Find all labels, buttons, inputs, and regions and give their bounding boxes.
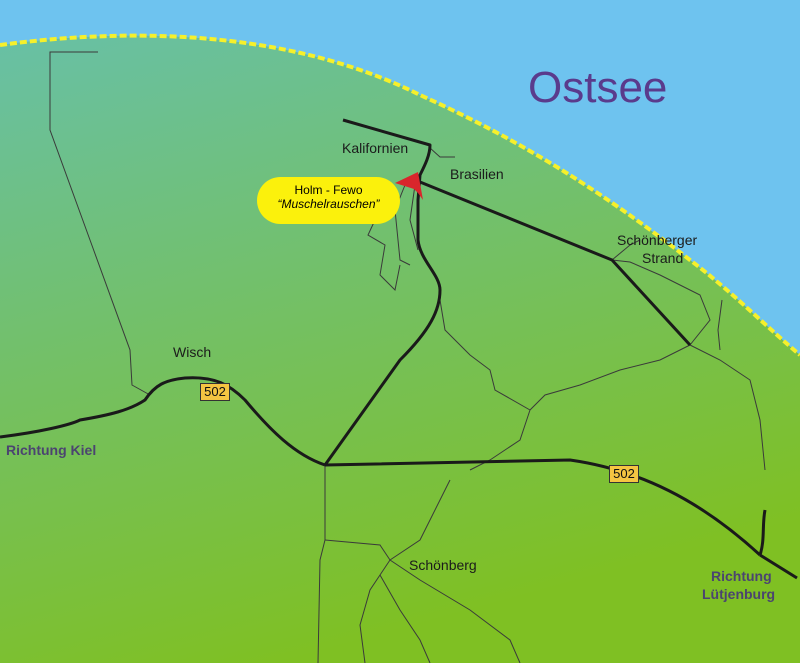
direction-kiel: Richtung Kiel xyxy=(6,442,97,458)
minor-road xyxy=(367,219,401,292)
road-luetjenburg xyxy=(758,509,798,580)
holiday-home-marker[interactable]: Holm - Fewo “Muschelrauschen” xyxy=(257,177,400,224)
minor-road xyxy=(469,409,531,471)
direction-luetjenburg-line1: Richtung xyxy=(711,568,772,584)
road-north xyxy=(323,118,442,466)
minor-road xyxy=(409,184,419,251)
minor-road xyxy=(389,479,451,561)
minor-roads xyxy=(49,51,766,663)
minor-road xyxy=(611,239,641,261)
direction-luetjenburg-line2: Lütjenburg xyxy=(702,586,776,602)
minor-road xyxy=(379,574,431,663)
minor-road xyxy=(611,259,711,346)
place-schoenberg: Schönberg xyxy=(409,557,477,573)
minor-road xyxy=(49,51,151,396)
marker-title: Holm - Fewo xyxy=(294,183,363,197)
minor-road xyxy=(394,184,411,266)
minor-road xyxy=(689,344,766,471)
place-brasilien: Brasilien xyxy=(450,166,504,182)
location-arrow-icon xyxy=(395,172,423,200)
place-schoenberger-strand-line1: Schönberger xyxy=(617,232,698,248)
coastline xyxy=(0,33,800,357)
sea-label: Ostsee xyxy=(528,63,668,112)
minor-road xyxy=(439,299,531,411)
minor-road xyxy=(324,539,391,561)
place-wisch: Wisch xyxy=(173,344,212,360)
minor-road xyxy=(529,344,691,411)
road-shield-502-east: 502 xyxy=(609,465,639,483)
road-kiel-wisch xyxy=(0,376,326,467)
land-area xyxy=(0,35,800,663)
road-coast xyxy=(419,180,692,347)
minor-road xyxy=(429,147,455,158)
road-shield-502-west: 502 xyxy=(200,383,230,401)
marker-subtitle: “Muschelrauschen” xyxy=(277,197,380,211)
road-502-east xyxy=(324,458,762,557)
place-schoenberger-strand-line2: Strand xyxy=(642,250,684,266)
minor-road xyxy=(317,465,326,663)
main-roads xyxy=(0,118,798,580)
minor-road xyxy=(389,559,521,663)
minor-road xyxy=(717,299,723,351)
place-kalifornien: Kalifornien xyxy=(342,140,409,156)
